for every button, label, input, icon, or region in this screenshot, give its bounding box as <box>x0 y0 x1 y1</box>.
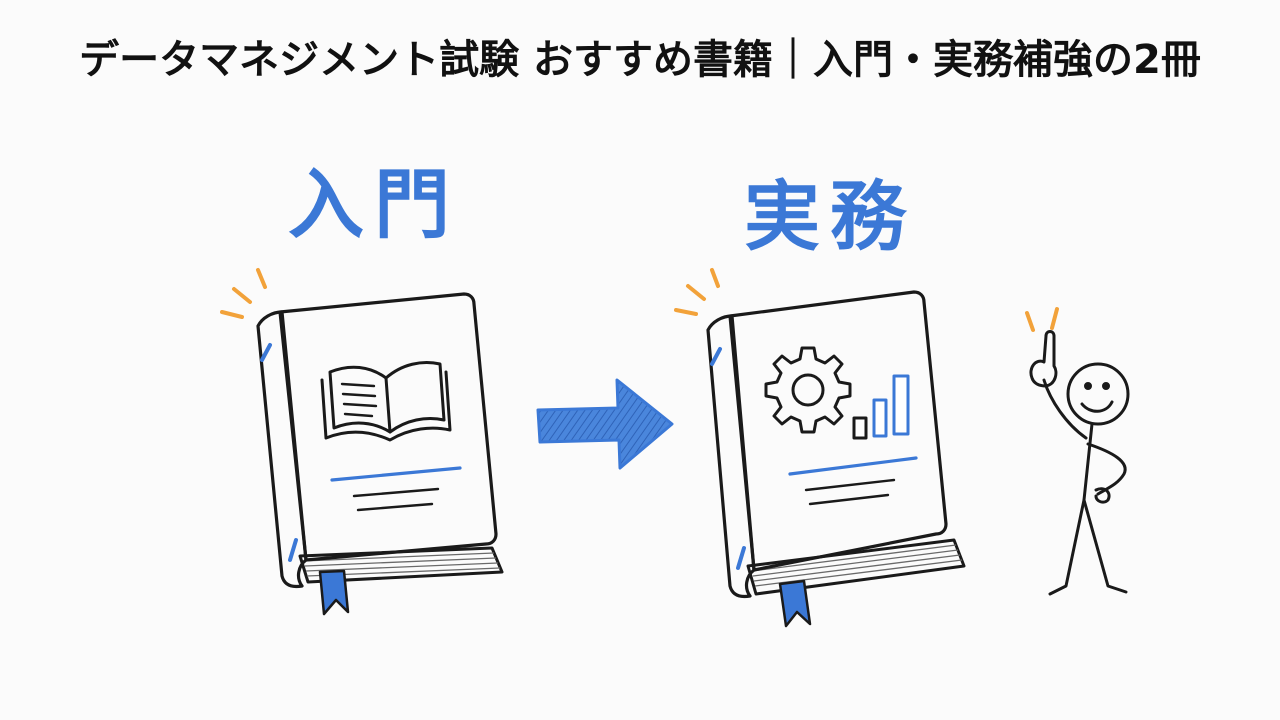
figure-sparkle <box>1025 307 1059 332</box>
practice-book <box>674 268 966 628</box>
page-title: データマネジメント試験 おすすめ書籍｜入門・実務補強の2冊 <box>79 37 1201 83</box>
stick-figure-pointing-up <box>1025 307 1130 596</box>
intro-sparkle <box>220 268 267 319</box>
arrow-right-icon <box>536 378 674 470</box>
label-practice: 実務 <box>744 172 916 261</box>
label-intro: 入門 <box>288 160 460 249</box>
practice-bookmark <box>778 579 812 628</box>
intro-book <box>220 268 504 616</box>
intro-bookmark <box>318 569 350 616</box>
practice-sparkle <box>674 268 720 316</box>
bar-chart-icon <box>852 374 910 440</box>
open-book-icon <box>320 361 452 442</box>
gear-icon <box>764 346 852 434</box>
